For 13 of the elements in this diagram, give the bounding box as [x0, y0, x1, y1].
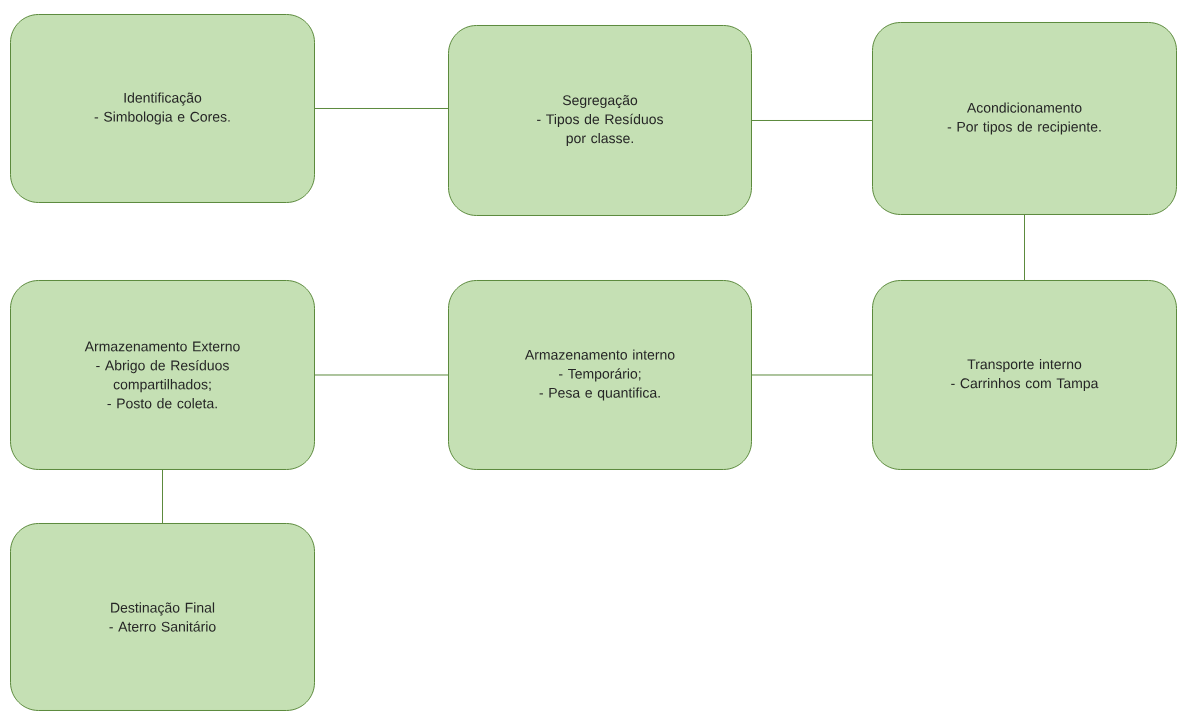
connector-line [1024, 214, 1025, 281]
process-box: Acondicionamento - Por tipos de recipiente. [872, 22, 1177, 215]
connector-line [314, 108, 449, 109]
process-box: Armazenamento Externo - Abrigo de Resíduos compartilhados; - Posto de coleta. [10, 280, 315, 470]
connector-line [751, 120, 873, 121]
connector-line [314, 374, 449, 376]
process-box: Identificação - Simbologia e Cores. [10, 14, 315, 203]
process-box: Armazenamento interno - Temporário; - Pesa e quantifica. [448, 280, 752, 470]
process-box: Destinação Final - Aterro Sanitário [10, 523, 315, 711]
connector-line [162, 469, 163, 524]
connector-line [751, 374, 873, 376]
process-box: Segregação - Tipos de Resíduos por classe. [448, 25, 752, 216]
process-box: Transporte interno - Carrinhos com Tampa [872, 280, 1177, 470]
